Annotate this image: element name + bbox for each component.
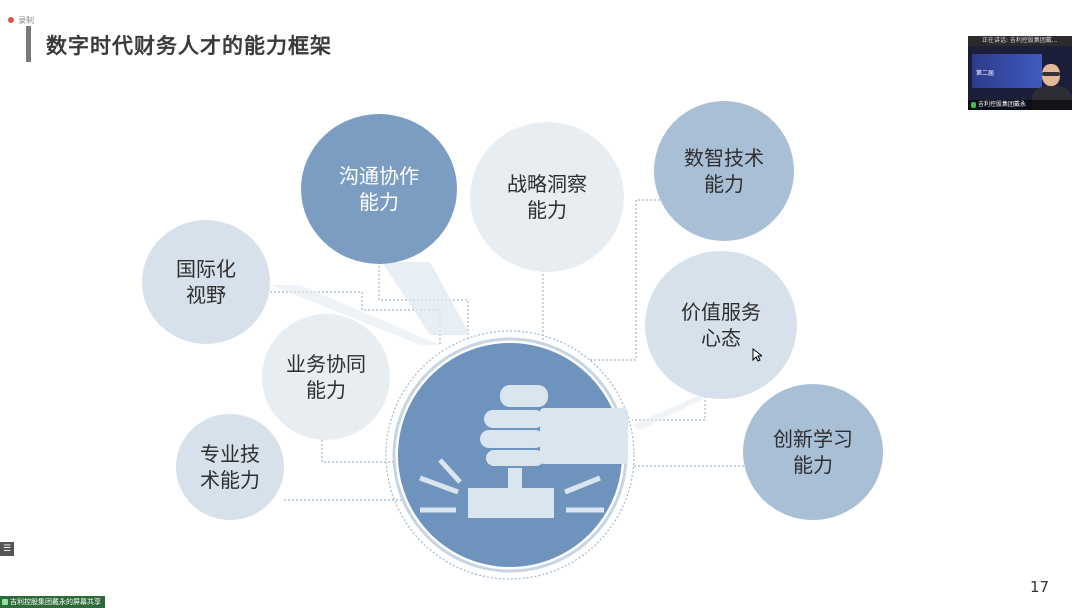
banner-text: 第二届 bbox=[976, 70, 995, 77]
page-number: 17 bbox=[1030, 578, 1050, 596]
bubble-digital: 数智技术 能力 bbox=[654, 101, 794, 241]
bubble-innovation: 创新学习 能力 bbox=[743, 384, 883, 520]
bubble-international: 国际化 视野 bbox=[142, 220, 270, 344]
record-label: 录制 bbox=[18, 16, 34, 25]
bubble-value: 价值服务 心态 bbox=[645, 251, 797, 399]
fist-press-button-icon bbox=[419, 385, 628, 518]
page-title: 数字时代财务人才的能力框架 bbox=[46, 34, 332, 58]
bubble-communication: 沟通协作 能力 bbox=[301, 114, 457, 264]
record-indicator-icon bbox=[8, 17, 14, 23]
title-accent-bar bbox=[26, 26, 31, 62]
speaker-name: 吉利控股集团戴永 bbox=[968, 100, 1072, 110]
screen-share-icon bbox=[2, 599, 8, 605]
menu-list-icon[interactable]: ☰ bbox=[0, 542, 14, 556]
speaker-video-thumbnail[interactable]: 正在讲话: 吉利控股集团戴... 第二届 吉利控股集团戴永 bbox=[968, 36, 1072, 110]
bubble-strategy: 战略洞察 能力 bbox=[470, 122, 624, 272]
bubble-business: 业务协同 能力 bbox=[262, 314, 390, 440]
speaker-status: 正在讲话: 吉利控股集团戴... bbox=[968, 36, 1072, 46]
bubble-professional: 专业技 术能力 bbox=[176, 414, 284, 520]
video-background-banner: 第二届 bbox=[972, 54, 1042, 88]
glasses-icon bbox=[1042, 72, 1060, 76]
microphone-icon bbox=[971, 102, 976, 108]
screen-share-bar[interactable]: 吉利控股集团戴永的屏幕共享 bbox=[0, 596, 105, 608]
mouse-cursor-icon bbox=[752, 348, 762, 362]
screen-share-label: 吉利控股集团戴永的屏幕共享 bbox=[10, 598, 101, 606]
